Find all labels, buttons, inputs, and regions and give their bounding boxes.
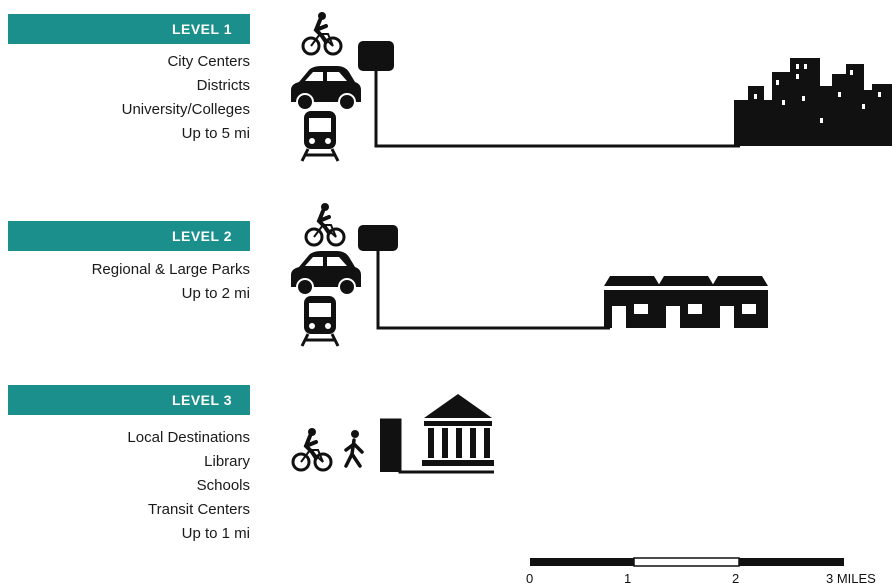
level-3-line: Up to 1 mi — [181, 525, 250, 542]
car-icon — [290, 65, 362, 111]
level-3-description: Local Destinations Library Schools Trans… — [8, 426, 250, 546]
level-1-description: City Centers Districts University/Colleg… — [8, 50, 250, 146]
level-2-line: Regional & Large Parks — [91, 261, 250, 278]
scale-label-0: 0 — [526, 571, 533, 586]
level-2-distance-line — [376, 251, 610, 330]
level-3-line: Transit Centers — [148, 501, 250, 518]
scale-label-1: 1 — [624, 571, 631, 586]
level-1-line: City Centers — [167, 53, 250, 70]
scale-label-3: 3 MILES — [826, 571, 876, 586]
bicycle-icon — [291, 426, 333, 472]
level-1-marker — [358, 41, 394, 71]
scale-segment-1 — [530, 558, 634, 566]
train-icon — [300, 109, 340, 163]
city-skyline-icon — [734, 58, 892, 146]
scale-bar: 0 1 2 3 MILES — [526, 557, 876, 586]
car-icon — [290, 250, 362, 296]
bicycle-icon — [304, 201, 346, 247]
scale-segment-3 — [739, 558, 844, 566]
house-icon — [604, 276, 660, 328]
level-1-line: Districts — [196, 77, 250, 94]
library-building-icon — [422, 394, 494, 466]
house-icon — [712, 276, 768, 328]
level-3-line: Local Destinations — [127, 429, 250, 446]
scale-segment-2 — [633, 557, 740, 567]
house-icon — [658, 276, 714, 328]
level-1-line: Up to 5 mi — [181, 125, 250, 142]
level-3-header: LEVEL 3 — [8, 385, 250, 415]
level-2-header: LEVEL 2 — [8, 221, 250, 251]
level-1-header: LEVEL 1 — [8, 14, 250, 44]
level-1-distance-line — [374, 71, 740, 148]
level-3-line: Library — [204, 453, 250, 470]
level-3-marker — [380, 420, 400, 472]
level-2-description: Regional & Large Parks Up to 2 mi — [8, 258, 250, 306]
scale-label-2: 2 — [732, 571, 739, 586]
bicycle-icon — [301, 10, 343, 56]
level-1-line: University/Colleges — [121, 101, 250, 118]
pedestrian-icon — [344, 430, 364, 468]
level-3-line: Schools — [196, 477, 250, 494]
level-2-line: Up to 2 mi — [181, 285, 250, 302]
train-icon — [300, 294, 340, 348]
level-2-marker — [358, 225, 398, 251]
